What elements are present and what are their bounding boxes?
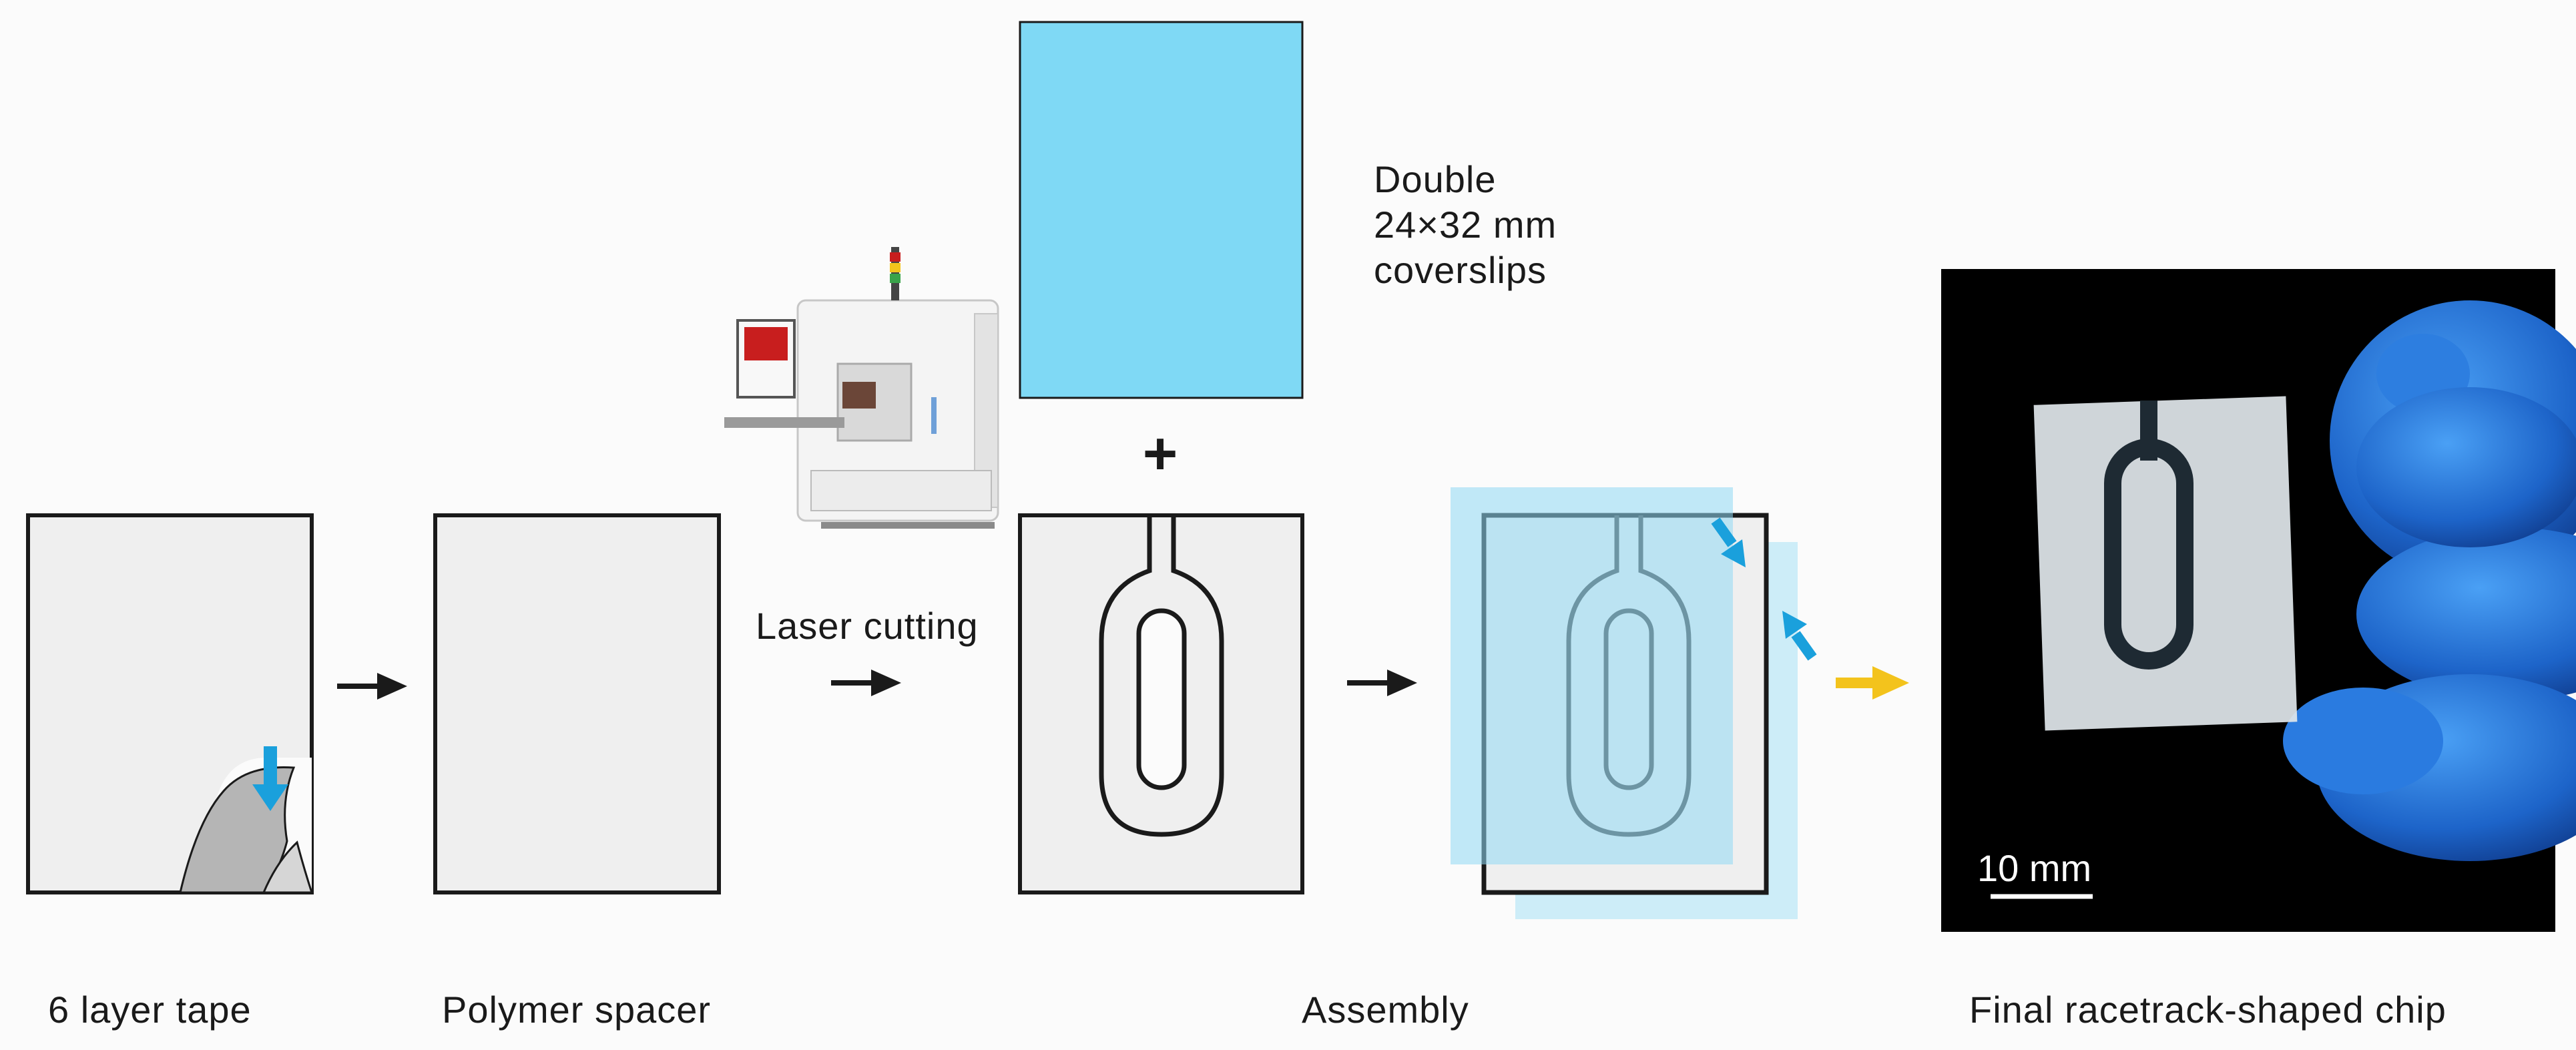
label-six-layer-tape: 6 layer tape [48, 989, 252, 1031]
six-layer-tape-sheet [26, 513, 314, 894]
label-assembly: Assembly [1302, 989, 1469, 1031]
laser-cutter-machine [724, 247, 999, 529]
scale-bar-label: 10 mm [1977, 847, 2091, 889]
assembly-arrow-down-icon [1711, 517, 1746, 567]
label-final-chip: Final racetrack-shaped chip [1969, 989, 2446, 1031]
flow-arrow-2 [831, 670, 901, 696]
flow-arrow-3 [1347, 670, 1417, 696]
final-chip-photo [1941, 269, 2576, 932]
coverslip [1019, 21, 1304, 399]
polymer-spacer-sheet [433, 513, 721, 894]
label-polymer-spacer: Polymer spacer [442, 989, 712, 1031]
final-arrow-icon [1836, 666, 1909, 700]
peel-arrow-icon [252, 746, 288, 811]
cut-spacer-racetrack [1018, 513, 1304, 894]
assembly-arrow-up-icon [1782, 611, 1817, 661]
flow-arrow-1 [337, 673, 407, 700]
assembly-stack [1451, 487, 1798, 919]
label-laser-cutting: Laser cutting [756, 605, 979, 647]
plus-sign: + [1143, 421, 1178, 487]
label-coverslips: Double 24×32 mm coverslips [1374, 158, 1557, 291]
